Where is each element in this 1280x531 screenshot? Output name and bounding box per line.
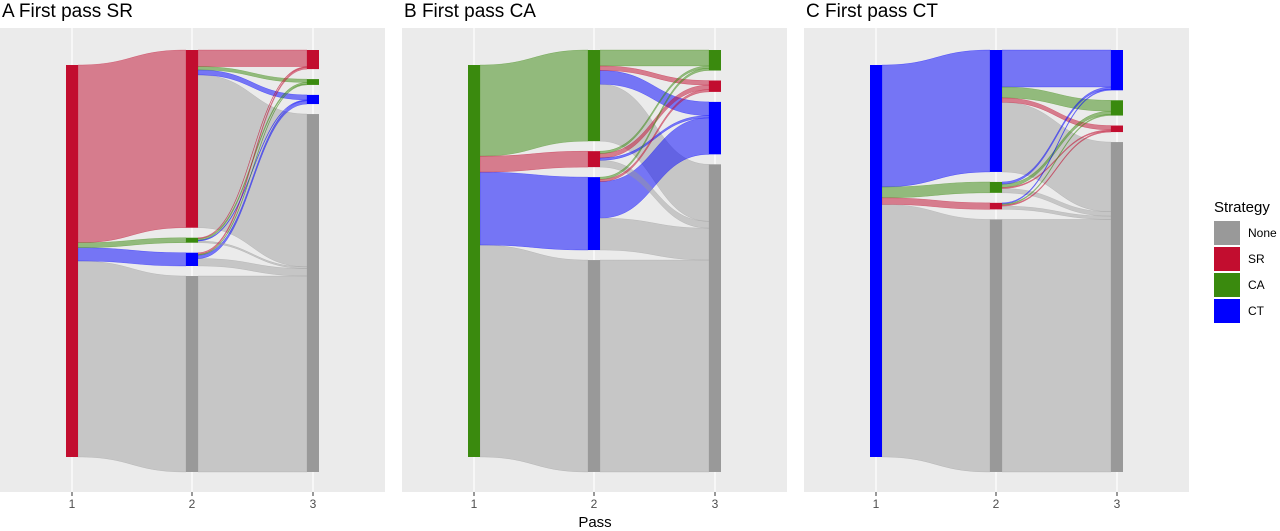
x-tick-label: 3 xyxy=(1114,497,1121,511)
panel-title: C First pass CT xyxy=(806,1,938,22)
stratum-pass3-none xyxy=(1111,142,1123,473)
strata xyxy=(870,50,1123,473)
strata xyxy=(468,50,721,473)
stratum-pass2-ca xyxy=(990,181,1002,193)
flow-1-ca-to-none xyxy=(479,244,589,473)
legend-label-ca: CA xyxy=(1248,278,1265,292)
flow-1-sr-to-sr xyxy=(77,49,187,243)
legend-swatch-none xyxy=(1214,221,1240,245)
stratum-pass3-ct xyxy=(709,101,721,155)
panel-a: A First pass SR 1 2 3 xyxy=(0,1,385,511)
flow-2-none-to-none xyxy=(197,275,308,473)
legend-title: Strategy xyxy=(1214,199,1270,216)
stratum-pass2-sr xyxy=(588,151,600,168)
flow-2-none-to-none xyxy=(599,259,710,473)
x-tick-label: 2 xyxy=(591,497,598,511)
stratum-pass3-sr xyxy=(709,80,721,92)
x-tick-label: 1 xyxy=(873,497,880,511)
legend-label-none: None xyxy=(1248,226,1277,240)
stratum-pass3-sr xyxy=(1111,125,1123,133)
flow-2-ct-to-sr xyxy=(599,89,710,182)
legend-swatch-ct xyxy=(1214,299,1240,323)
flow-1-ct-to-ct xyxy=(881,49,991,188)
legend-label-ct: CT xyxy=(1248,304,1265,318)
flow-2-ct-to-ct xyxy=(1001,49,1112,88)
x-tick-label: 3 xyxy=(310,497,317,511)
flow-2-sr-to-sr xyxy=(1001,130,1112,207)
stratum-pass3-none xyxy=(709,164,721,473)
stratum-pass3-sr xyxy=(307,50,319,70)
stratum-pass3-ct xyxy=(307,94,319,105)
flow-1-ca-to-ct xyxy=(479,171,589,251)
flow-1-ct-to-sr xyxy=(881,197,991,210)
flow-1-sr-to-none xyxy=(77,260,187,473)
stratum-pass3-ct xyxy=(1111,50,1123,91)
stratum-pass2-ct xyxy=(186,252,198,266)
stratum-pass3-ca xyxy=(1111,100,1123,116)
flow-1-ct-to-none xyxy=(881,204,991,473)
stratum-pass2-ca xyxy=(588,50,600,142)
legend-swatch-sr xyxy=(1214,247,1240,271)
flow-2-ct-to-ct xyxy=(197,100,308,259)
flow-2-none-to-none xyxy=(1001,219,1112,473)
panel-title: B First pass CA xyxy=(404,1,536,22)
legend-label-sr: SR xyxy=(1248,252,1265,266)
flow-1-ca-to-ca xyxy=(479,49,589,157)
legend-swatch-ca xyxy=(1214,273,1240,297)
panel-title: A First pass SR xyxy=(2,1,133,22)
stratum-pass2-sr xyxy=(990,202,1002,210)
flows xyxy=(77,49,308,473)
x-tick-label: 1 xyxy=(471,497,478,511)
stratum-pass1-ca xyxy=(468,65,480,457)
strata xyxy=(66,50,319,473)
stratum-pass3-ca xyxy=(307,79,319,85)
stratum-pass2-ct xyxy=(588,177,600,251)
stratum-pass1-sr xyxy=(66,65,78,457)
flow-2-ct-to-ca xyxy=(197,83,308,256)
flow-2-sr-to-sr xyxy=(197,49,308,67)
stratum-pass2-none xyxy=(186,276,198,472)
stratum-pass2-none xyxy=(588,260,600,472)
flows xyxy=(479,49,710,473)
stratum-pass3-ca xyxy=(709,50,721,71)
panel-c: C First pass CT 1 2 3 xyxy=(804,1,1189,511)
panel-b: B First pass CA 1 2 3 xyxy=(402,1,787,511)
stratum-pass2-ca xyxy=(186,237,198,243)
flow-1-sr-to-ca xyxy=(77,237,187,248)
flow-2-ct-to-ct xyxy=(599,117,710,219)
x-tick-label: 2 xyxy=(189,497,196,511)
flow-2-sr-to-ct xyxy=(1001,88,1112,205)
x-tick-label: 2 xyxy=(993,497,1000,511)
stratum-pass2-ct xyxy=(990,50,1002,172)
x-axis-title: Pass xyxy=(578,514,611,531)
stratum-pass1-ct xyxy=(870,65,882,457)
stratum-pass2-none xyxy=(990,219,1002,472)
flow-2-ca-to-ca xyxy=(599,49,710,67)
x-tick-label: 1 xyxy=(69,497,76,511)
x-tick-label: 3 xyxy=(712,497,719,511)
stratum-pass2-sr xyxy=(186,50,198,228)
stratum-pass3-none xyxy=(307,114,319,473)
